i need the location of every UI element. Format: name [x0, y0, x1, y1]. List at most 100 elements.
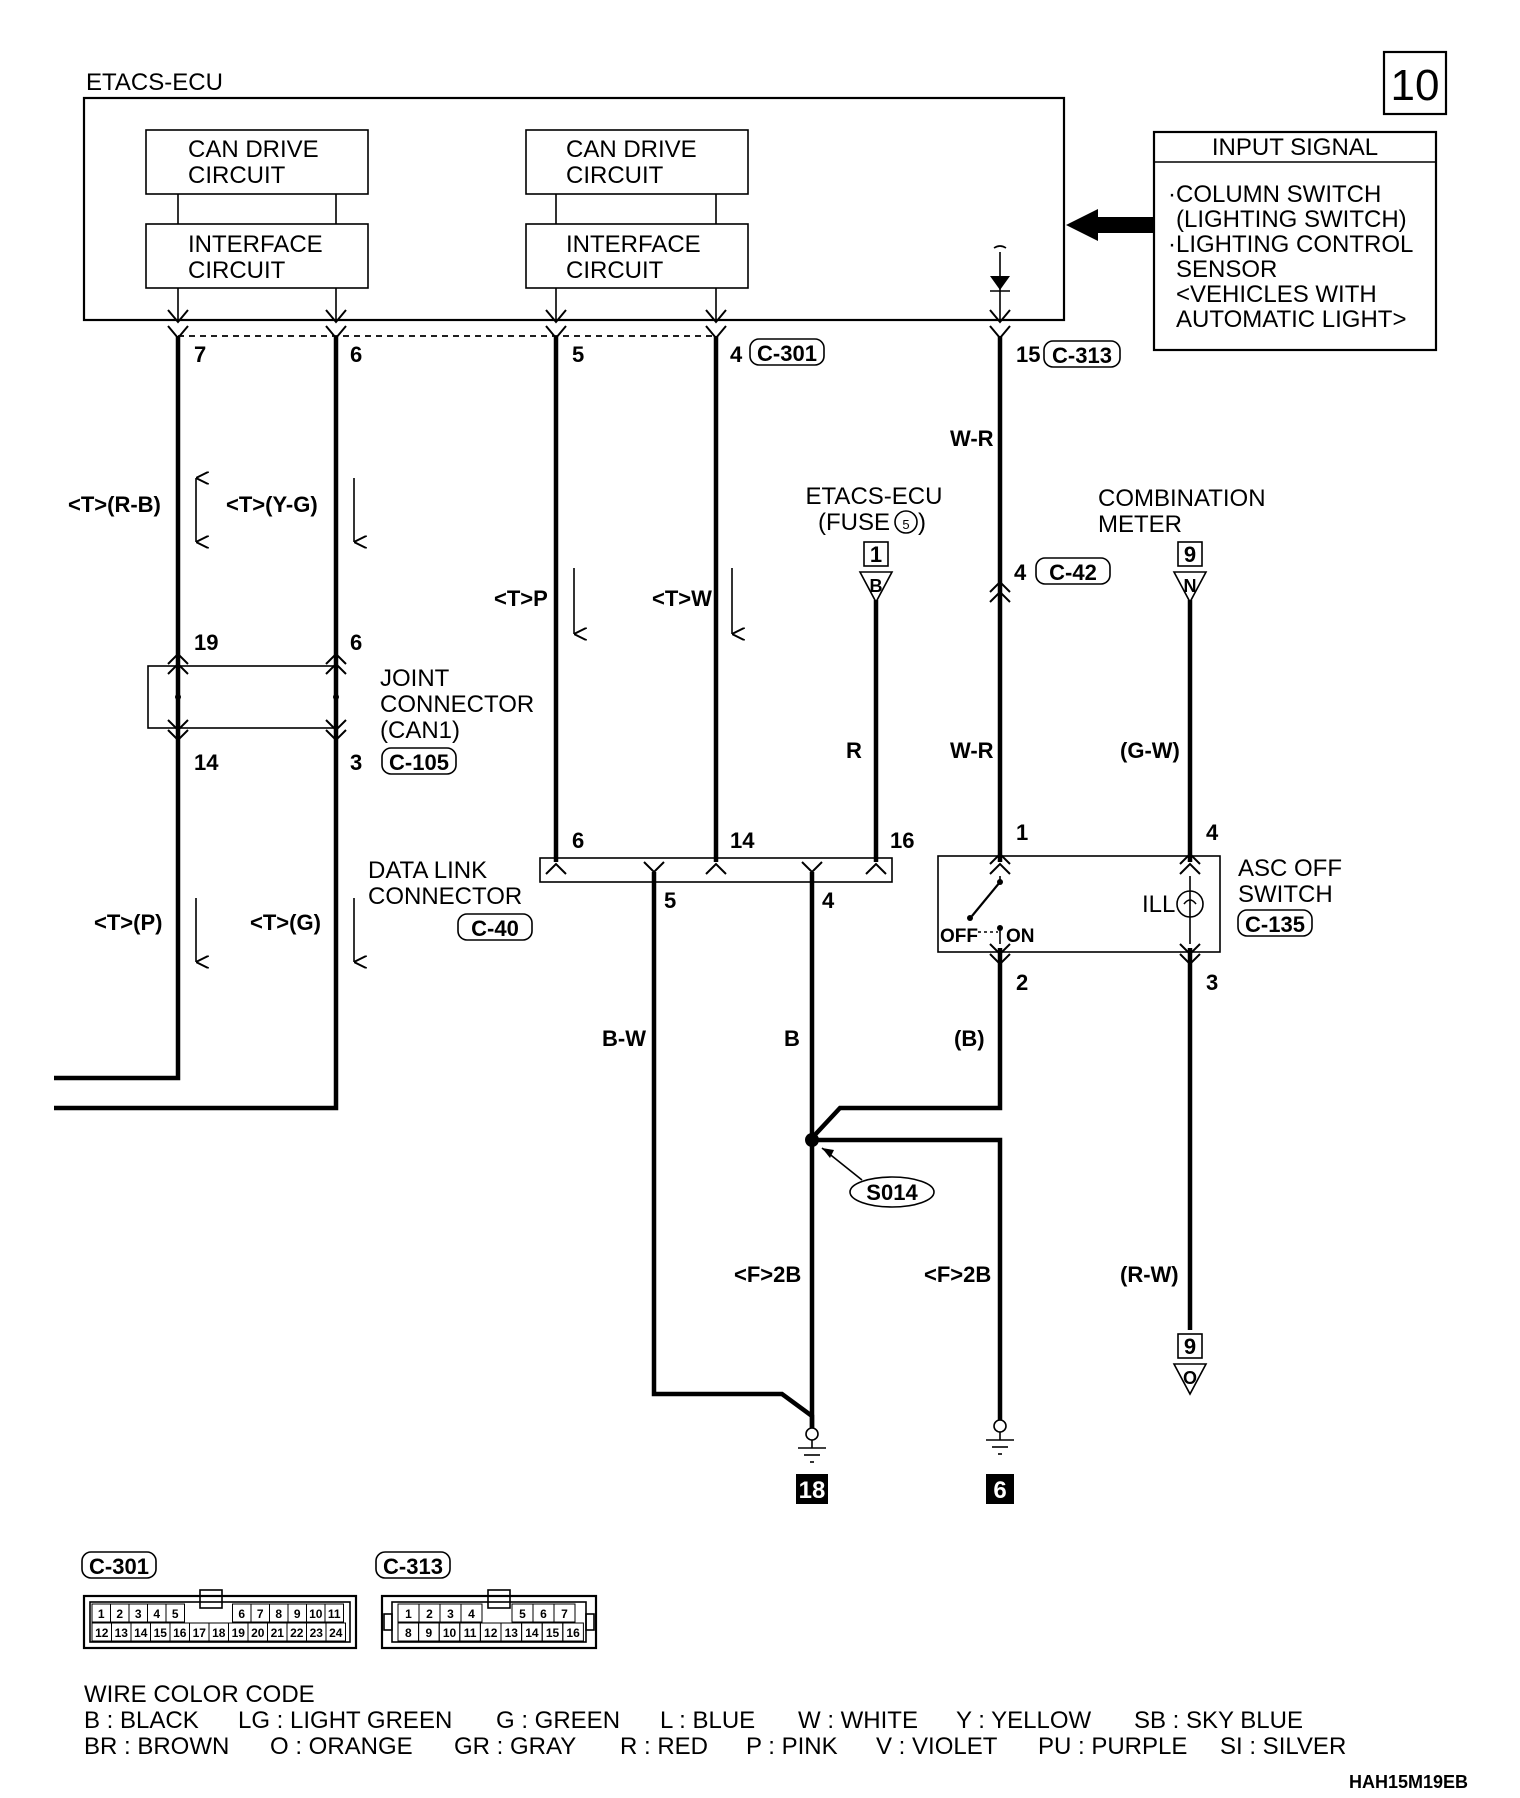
interface-circuit-1: INTERFACE CIRCUIT	[145, 223, 369, 289]
c313-top-pin: 4	[468, 1607, 475, 1621]
c301-bottom-pin: 15	[154, 1626, 168, 1640]
svg-text:G : GREEN: G : GREEN	[496, 1707, 620, 1734]
input-signal-box: INPUT SIGNAL ·COLUMN SWITCH (LIGHTING SW…	[1152, 130, 1438, 352]
svg-text:C-301: C-301	[89, 1554, 149, 1579]
c301-top-pin: 2	[116, 1607, 123, 1621]
svg-text:CIRCUIT: CIRCUIT	[566, 257, 664, 284]
c313-bottom-pin: 10	[443, 1626, 457, 1640]
c313-top-pin: 1	[405, 1607, 412, 1621]
svg-text:C-313: C-313	[1052, 343, 1112, 368]
c313-bottom-pin: 8	[405, 1626, 412, 1640]
svg-text:CIRCUIT: CIRCUIT	[188, 257, 286, 284]
c313-bottom-pin: 12	[484, 1626, 498, 1640]
svg-text:BR : BROWN: BR : BROWN	[84, 1733, 229, 1760]
splice-s014: S014	[805, 1133, 935, 1208]
svg-text:OFF: OFF	[940, 926, 978, 947]
ground-18: 18	[796, 1427, 828, 1504]
svg-text:4: 4	[1206, 820, 1219, 845]
page-number: 10	[1391, 61, 1440, 110]
c301-bottom-pin: 20	[251, 1626, 265, 1640]
ecu-internal-symbol	[990, 245, 1010, 320]
ecu-box	[82, 96, 1066, 322]
ecu-pin-5: 5	[572, 342, 584, 367]
ecu-pin-arrows	[167, 309, 1011, 340]
c313-top-cell	[553, 1603, 576, 1623]
fuse-source: ETACS-ECU (FUSE 5 ) 1 B	[806, 483, 942, 604]
svg-text:6: 6	[572, 828, 584, 853]
svg-text:14: 14	[194, 750, 219, 775]
c301-top-pin: 6	[238, 1607, 245, 1621]
svg-text:CIRCUIT: CIRCUIT	[188, 162, 286, 189]
c313-top-cell	[460, 1603, 483, 1623]
svg-text:B: B	[870, 576, 883, 596]
svg-text:SB : SKY BLUE: SB : SKY BLUE	[1134, 1707, 1303, 1734]
svg-text:N: N	[1184, 576, 1197, 596]
c301-bottom-pin: 12	[95, 1626, 109, 1640]
wire-label-f2b-1: <F>2B	[734, 1262, 801, 1287]
can-drive-circuit-1: CAN DRIVE CIRCUIT	[145, 129, 369, 195]
svg-text:C-135: C-135	[1245, 912, 1305, 937]
wire-label-p2: <T>(P)	[94, 910, 162, 935]
c301-bottom-pin: 24	[329, 1626, 343, 1640]
svg-text:INTERFACE: INTERFACE	[188, 231, 323, 258]
wires	[54, 336, 1193, 1428]
svg-text:DATA LINK: DATA LINK	[368, 857, 487, 884]
svg-text:P : PINK: P : PINK	[746, 1733, 838, 1760]
svg-text:): )	[918, 509, 926, 536]
svg-text:O : ORANGE: O : ORANGE	[270, 1733, 413, 1760]
c301-bottom-cell	[325, 1622, 346, 1642]
c301-bottom-pin: 19	[232, 1626, 246, 1640]
svg-text:·COLUMN SWITCH: ·COLUMN SWITCH	[1168, 181, 1381, 208]
ecu-title: ETACS-ECU	[86, 69, 223, 96]
wire-label-w: <T>W	[652, 586, 712, 611]
svg-text:4: 4	[1014, 560, 1027, 585]
meter-output-terminal: 9 O	[1172, 1333, 1208, 1396]
svg-text:S014: S014	[866, 1180, 918, 1205]
interface-circuit-2: INTERFACE CIRCUIT	[525, 223, 749, 289]
svg-text:9: 9	[1184, 542, 1196, 567]
svg-text:METER: METER	[1098, 511, 1182, 538]
c301-bottom-pin: 18	[212, 1626, 226, 1640]
wire-label-rb: <T>(R-B)	[68, 492, 161, 517]
svg-text:C-313: C-313	[383, 1554, 443, 1579]
svg-text:<VEHICLES WITH: <VEHICLES WITH	[1176, 281, 1377, 308]
svg-text:SWITCH: SWITCH	[1238, 881, 1333, 908]
combination-meter-source: COMBINATION METER 9 N	[1098, 485, 1266, 604]
svg-text:Y : YELLOW: Y : YELLOW	[956, 1707, 1092, 1734]
svg-text:JOINT: JOINT	[380, 665, 450, 692]
c301-bottom-pin: 23	[310, 1626, 324, 1640]
svg-text:C-301: C-301	[757, 341, 817, 366]
svg-text:R : RED: R : RED	[620, 1733, 708, 1760]
c313-bottom-pin: 14	[525, 1626, 539, 1640]
svg-text:CAN DRIVE: CAN DRIVE	[188, 136, 319, 163]
svg-text:CONNECTOR: CONNECTOR	[380, 691, 534, 718]
figure-code: HAH15M19EB	[1349, 1772, 1468, 1792]
wire-label-g2: <T>(G)	[250, 910, 321, 935]
c313-bottom-pin: 9	[426, 1626, 433, 1640]
svg-text:GR : GRAY: GR : GRAY	[454, 1733, 576, 1760]
ecu-pin-7: 7	[194, 342, 206, 367]
svg-text:ON: ON	[1006, 926, 1035, 947]
ecu-pin-4: 4	[730, 342, 743, 367]
svg-text:COMBINATION: COMBINATION	[1098, 485, 1266, 512]
wire-label-wr2: W-R	[950, 738, 994, 763]
svg-text:(CAN1): (CAN1)	[380, 717, 460, 744]
svg-text:WIRE COLOR CODE: WIRE COLOR CODE	[84, 1681, 315, 1708]
wire-label-wr1: W-R	[950, 426, 994, 451]
svg-text:LG : LIGHT GREEN: LG : LIGHT GREEN	[238, 1707, 452, 1734]
svg-text:AUTOMATIC LIGHT>: AUTOMATIC LIGHT>	[1176, 306, 1406, 333]
svg-text:19: 19	[194, 630, 218, 655]
svg-text:C-105: C-105	[389, 750, 449, 775]
c301-top-pin: 8	[275, 1607, 282, 1621]
ecu-pin-6: 6	[350, 342, 362, 367]
svg-text:·LIGHTING CONTROL: ·LIGHTING CONTROL	[1168, 231, 1413, 258]
svg-text:CAN DRIVE: CAN DRIVE	[566, 136, 697, 163]
c313-top-pin: 7	[561, 1607, 568, 1621]
svg-text:(LIGHTING SWITCH): (LIGHTING SWITCH)	[1176, 206, 1407, 233]
c313-top-pin: 5	[519, 1607, 526, 1621]
svg-text:C-42: C-42	[1049, 560, 1097, 585]
wire-label-yg: <T>(Y-G)	[226, 492, 318, 517]
wire-label-bw: B-W	[602, 1026, 646, 1051]
svg-text:L : BLUE: L : BLUE	[660, 1707, 755, 1734]
